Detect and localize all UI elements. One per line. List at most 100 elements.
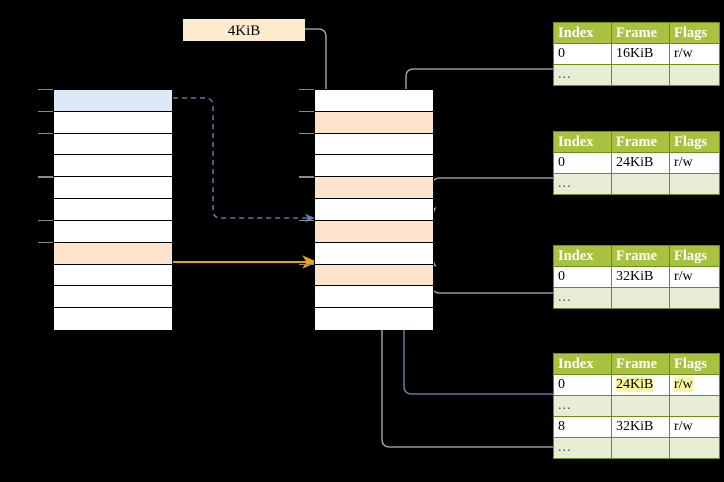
cell-index: ... xyxy=(553,395,612,417)
column-header-frame: Frame xyxy=(611,131,670,153)
cell-flags: r/w xyxy=(669,416,720,438)
cell-frame xyxy=(611,173,670,195)
memory-row xyxy=(54,308,172,330)
memory-row xyxy=(54,90,172,112)
memory-row xyxy=(54,242,172,265)
cell-flags xyxy=(669,437,720,459)
cell-index: 0 xyxy=(553,266,612,288)
table-ellipsis-row: ... xyxy=(553,437,720,459)
cell-index: 0 xyxy=(553,374,612,396)
column-header-flags: Flags xyxy=(669,353,720,375)
row-tick-mark xyxy=(38,176,53,178)
memory-row xyxy=(315,242,433,265)
cell-frame: 32KiB xyxy=(611,266,670,288)
memory-row xyxy=(315,155,433,178)
memory-row xyxy=(54,155,172,178)
row-tick-mark xyxy=(299,176,314,178)
table-row: 0 24KiB r/w xyxy=(553,374,720,396)
row-tick-mark xyxy=(299,132,314,135)
memory-row xyxy=(315,308,433,330)
cell-frame: 16KiB xyxy=(611,43,670,65)
cell-flags xyxy=(669,173,720,195)
row-tick-mark xyxy=(38,110,53,113)
row-tick-mark xyxy=(299,110,314,113)
highlighted-value: r/w xyxy=(674,377,693,392)
column-header-frame: Frame xyxy=(611,353,670,375)
column-header-index: Index xyxy=(553,22,612,44)
cell-flags: r/w xyxy=(669,43,720,65)
cell-frame: 24KiB xyxy=(611,152,670,174)
cell-index: 0 xyxy=(553,43,612,65)
memory-row xyxy=(315,199,433,221)
memory-row xyxy=(315,111,433,134)
cell-frame: 24KiB xyxy=(611,374,670,396)
memory-row xyxy=(315,90,433,112)
table-ellipsis-row: ... xyxy=(553,173,720,195)
cell-flags: r/w xyxy=(669,152,720,174)
column-header-flags: Flags xyxy=(669,245,720,267)
memory-row xyxy=(315,133,433,156)
memory-row xyxy=(54,199,172,221)
row-tick-mark xyxy=(299,263,314,265)
memory-row xyxy=(54,177,172,200)
cell-flags: r/w xyxy=(669,266,720,288)
virtual-address-space-ticks xyxy=(38,89,53,329)
memory-row xyxy=(315,286,433,309)
memory-row xyxy=(54,111,172,134)
memory-row xyxy=(54,133,172,156)
cell-index: ... xyxy=(553,437,612,459)
memory-row xyxy=(54,264,172,287)
memory-row xyxy=(315,264,433,287)
cell-frame xyxy=(611,395,670,417)
column-header-index: Index xyxy=(553,131,612,153)
page-size-label: 4KiB xyxy=(183,19,305,41)
cell-frame: 32KiB xyxy=(611,416,670,438)
highlighted-value: 24KiB xyxy=(616,377,654,392)
row-tick-mark xyxy=(38,241,53,244)
virtual-address-space-column xyxy=(53,89,173,330)
memory-row xyxy=(54,220,172,243)
column-header-index: Index xyxy=(553,353,612,375)
memory-row xyxy=(315,177,433,200)
cell-index: 8 xyxy=(553,416,612,438)
table-ellipsis-row: ... xyxy=(553,287,720,309)
column-header-frame: Frame xyxy=(611,245,670,267)
row-tick-mark xyxy=(299,89,314,91)
row-tick-mark xyxy=(38,132,53,135)
row-tick-mark xyxy=(299,219,314,222)
physical-memory-column xyxy=(314,89,434,330)
cell-flags xyxy=(669,395,720,417)
cell-frame xyxy=(611,437,670,459)
row-tick-mark xyxy=(38,89,53,91)
column-header-index: Index xyxy=(553,245,612,267)
column-header-frame: Frame xyxy=(611,22,670,44)
cell-flags xyxy=(669,287,720,309)
column-header-flags: Flags xyxy=(669,131,720,153)
table-ellipsis-row: ... xyxy=(553,64,720,86)
cell-index: 0 xyxy=(553,152,612,174)
memory-row xyxy=(54,286,172,309)
row-tick-mark xyxy=(38,219,53,222)
memory-row xyxy=(315,220,433,243)
column-header-flags: Flags xyxy=(669,22,720,44)
cell-index: ... xyxy=(553,64,612,86)
cell-flags xyxy=(669,64,720,86)
cell-frame xyxy=(611,287,670,309)
table-ellipsis-row: ... xyxy=(553,395,720,417)
physical-memory-ticks xyxy=(299,89,314,329)
cell-index: ... xyxy=(553,173,612,195)
cell-flags: r/w xyxy=(669,374,720,396)
